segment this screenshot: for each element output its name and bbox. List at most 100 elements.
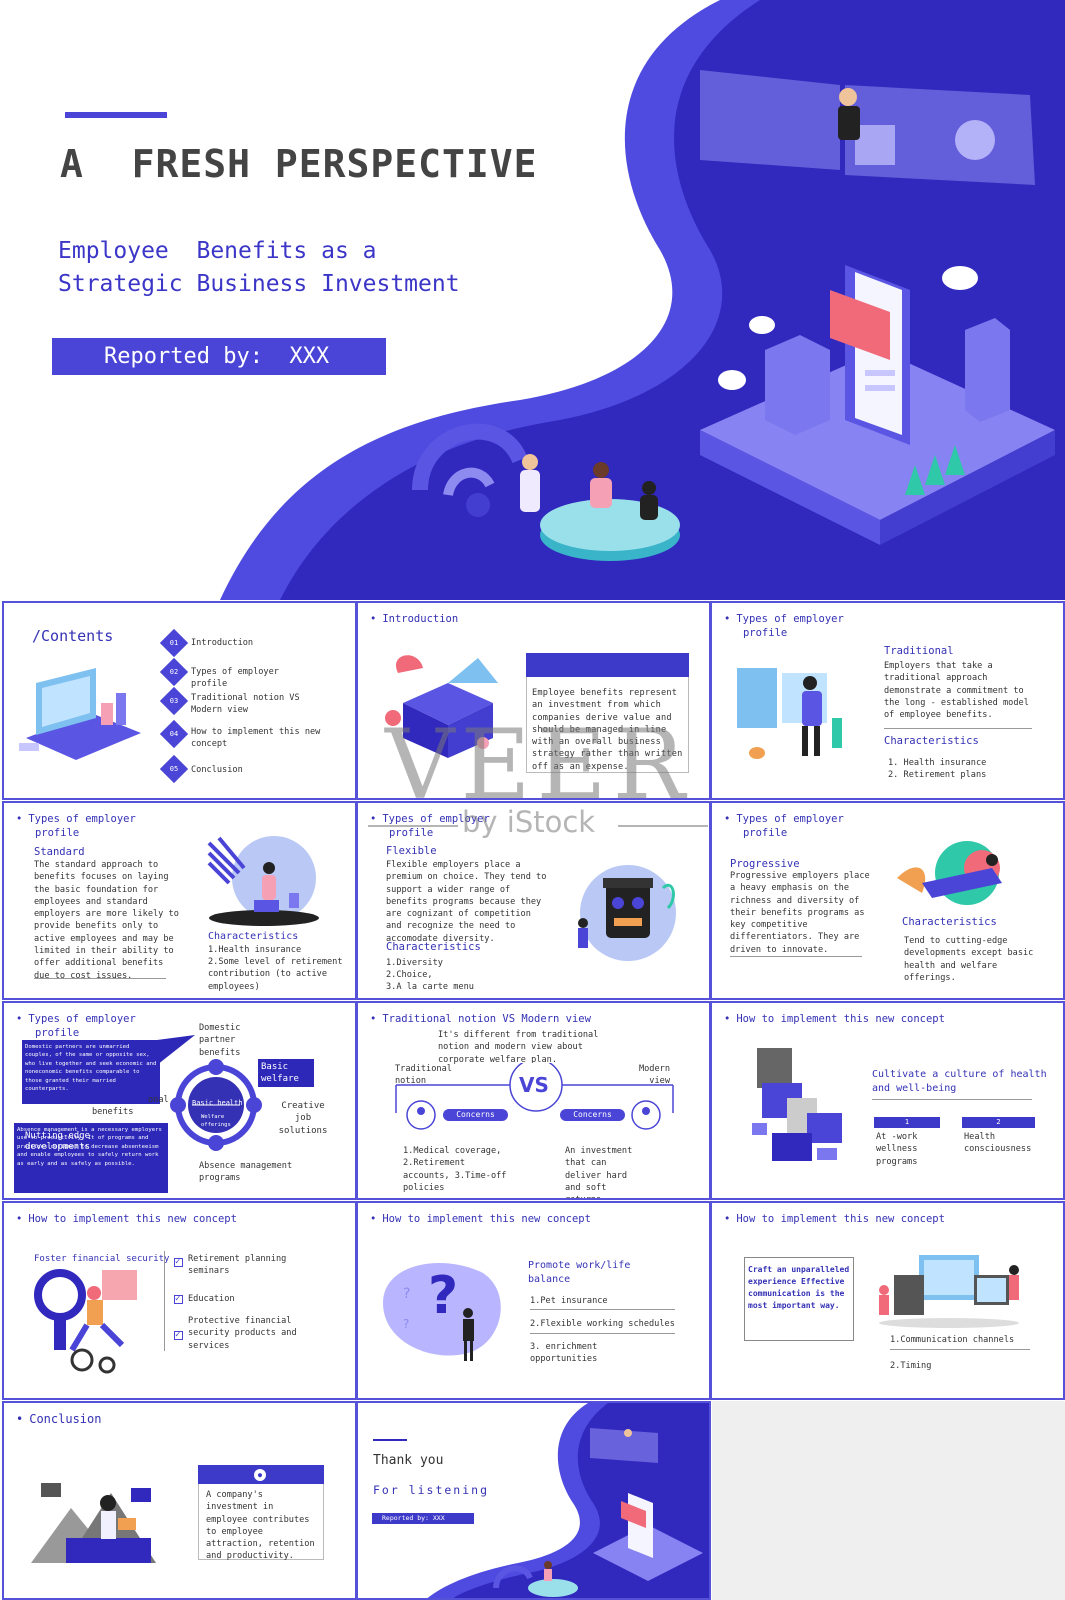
contents-number-04: 04 <box>159 719 189 749</box>
thanks-reported-bar: Reported by: XXX <box>372 1513 474 1524</box>
cycle-center-top: Basic health <box>192 1099 243 1107</box>
impl-item: Health consciousness <box>964 1132 1032 1155</box>
basic-welfare-box: Basic welfare <box>258 1059 314 1087</box>
impl-number-2: 2 <box>962 1117 1035 1128</box>
impl-heading: Foster financial security <box>34 1254 170 1264</box>
impl-item: Protective financial security products a… <box>188 1316 297 1351</box>
diagram-label-absence: Absence management programs <box>199 1161 293 1184</box>
slide-introduction[interactable]: Introduction Employee benefits represent… <box>356 601 711 800</box>
slide-contents[interactable]: /Contents 01 Introduction 02 Types of em… <box>2 601 357 800</box>
characteristic-item: 2.Some level of retirement contribution … <box>208 957 343 992</box>
robot-illustration <box>578 865 676 961</box>
slide-title: Types of employer profile <box>724 812 843 840</box>
impl-heading: Cultivate a culture of health and well-b… <box>872 1069 1047 1094</box>
profile-heading: Progressive <box>730 858 800 870</box>
check-icon: ✓ <box>174 1295 183 1304</box>
slide-implement-communication[interactable]: How to implement this new concept Craft … <box>710 1201 1065 1400</box>
contents-item-label[interactable]: Conclusion <box>191 765 243 775</box>
characteristic-item: 1.Diversity <box>386 958 443 968</box>
vs-diagram <box>395 1063 674 1130</box>
slide-title: How to implement this new concept <box>16 1212 237 1226</box>
impl-item: 2.Flexible working schedules <box>530 1319 675 1329</box>
intro-text-box <box>526 677 689 773</box>
slide-implement-worklife[interactable]: How to implement this new concept ? ? ? … <box>356 1201 711 1400</box>
presenter-illustration <box>737 668 842 759</box>
diagram-label-creative: Creative job solutions <box>278 1101 328 1136</box>
divider <box>890 1349 1030 1350</box>
gift-box-illustration <box>385 655 498 758</box>
impl-item: 1.Pet insurance <box>530 1296 608 1306</box>
slide-implement-financial[interactable]: How to implement this new concept Foster… <box>2 1201 357 1400</box>
contents-number-01: 01 <box>159 628 189 658</box>
vertical-divider <box>164 1251 165 1351</box>
slide-progressive[interactable]: Types of employer profile Progressive Pr… <box>710 801 1065 1000</box>
benefits-cycle-diagram <box>170 1059 262 1151</box>
contents-number-02: 02 <box>159 657 189 687</box>
thanks-accent-bar <box>373 1439 407 1441</box>
impl-item: Retirement planning seminars <box>188 1254 287 1277</box>
slide-thank-you[interactable]: Thank you For listening Reported by: XXX <box>356 1401 711 1600</box>
contents-item-label[interactable]: Traditional notion VS Modern view <box>191 693 300 716</box>
slide-title: Introduction <box>370 612 458 626</box>
slide-types-diagram[interactable]: Types of employer profile Domestic partn… <box>2 1001 357 1200</box>
slide-title: Types of employer profile <box>16 1012 135 1040</box>
profile-body: Progressive employers place a heavy emph… <box>730 871 870 955</box>
seated-woman-illustration <box>207 836 319 926</box>
characteristic-body: Tend to cutting-edge developments except… <box>904 936 1034 983</box>
profile-body: Flexible employers place a premium on ch… <box>386 860 547 944</box>
contents-item-label[interactable]: Introduction <box>191 638 254 648</box>
slide-traditional[interactable]: Types of employer profile Traditional Em… <box>710 601 1065 800</box>
impl-heading: Promote work/life balance <box>528 1260 631 1285</box>
conclusion-text-box <box>198 1484 324 1560</box>
intro-body: Employee benefits represent an investmen… <box>532 688 683 772</box>
slide-title: How to implement this new concept <box>370 1212 591 1226</box>
slide-title: Types of employer profile <box>16 812 135 840</box>
profile-body: The standard approach to benefits focuse… <box>34 860 179 981</box>
slide-title: Types of employer profile <box>724 612 843 640</box>
slide-conclusion[interactable]: Conclusion ● A company's investment in e… <box>2 1401 357 1600</box>
slide-title: How to implement this new concept <box>724 1012 945 1026</box>
contents-item-label[interactable]: How to implement this new concept <box>191 727 321 750</box>
nutting-edge-label: Nutting-edge developments <box>25 1131 91 1152</box>
profile-heading: Standard <box>34 846 85 858</box>
characteristic-item: 2.Choice, <box>386 970 433 980</box>
slide-standard[interactable]: Types of employer profile Standard The s… <box>2 801 357 1000</box>
slide-traditional-vs-modern[interactable]: Traditional notion VS Modern view It's d… <box>356 1001 711 1200</box>
presentation-subtitle-line2: Strategic Business Investment <box>58 271 460 297</box>
domestic-note-box: Domestic partners are unmarried couples,… <box>22 1040 160 1104</box>
divider <box>730 956 862 957</box>
concerns-label-left: Concerns <box>456 1110 495 1119</box>
contents-number-05: 05 <box>159 754 189 784</box>
flying-person-illustration <box>897 841 1002 905</box>
profile-heading: Flexible <box>386 845 437 857</box>
check-icon: ✓ <box>174 1258 183 1267</box>
vs-right-label: Modern view <box>638 1064 670 1087</box>
characteristics-heading: Characteristics <box>884 735 979 747</box>
magnifier-person-illustration <box>34 1269 137 1374</box>
callout-pointer <box>157 1035 195 1065</box>
slide-title: Conclusion <box>16 1412 101 1426</box>
svg-text:?: ? <box>403 1286 410 1302</box>
characteristic-item: 3.A la carte menu <box>386 982 474 992</box>
reported-by-banner: Reported by: XXX <box>52 338 386 375</box>
question-mark-illustration: ? ? ? <box>383 1263 501 1361</box>
laptop-illustration <box>19 668 141 760</box>
impl-number-1: 1 <box>874 1117 940 1128</box>
documents-illustration <box>752 1048 842 1161</box>
vs-intro: It's different from traditional notion a… <box>438 1030 599 1065</box>
characteristic-item: 1.Health insurance <box>208 945 302 955</box>
devices-illustration <box>879 1255 1019 1328</box>
contents-title: /Contents <box>32 627 114 645</box>
intro-header-bar <box>526 653 689 677</box>
slide-flexible[interactable]: Types of employer profile Flexible Flexi… <box>356 801 711 1000</box>
slide-implement-health[interactable]: How to implement this new concept Cultiv… <box>710 1001 1065 1200</box>
diagram-label-domestic: Domestic partner benefits <box>199 1023 241 1058</box>
drop-icon: ● <box>254 1469 266 1481</box>
presentation-subtitle-line1: Employee Benefits as a <box>58 238 377 264</box>
contents-item-label[interactable]: Types of employer profile <box>191 667 279 690</box>
thanks-line1: Thank you <box>373 1453 444 1468</box>
impl-box-text: Craft an unparalleled experience Effecti… <box>748 1265 850 1310</box>
impl-item: 3. enrichment opportunities <box>530 1342 598 1365</box>
slide-title: How to implement this new concept <box>724 1212 945 1226</box>
fragment-text: onal <box>148 1095 169 1105</box>
